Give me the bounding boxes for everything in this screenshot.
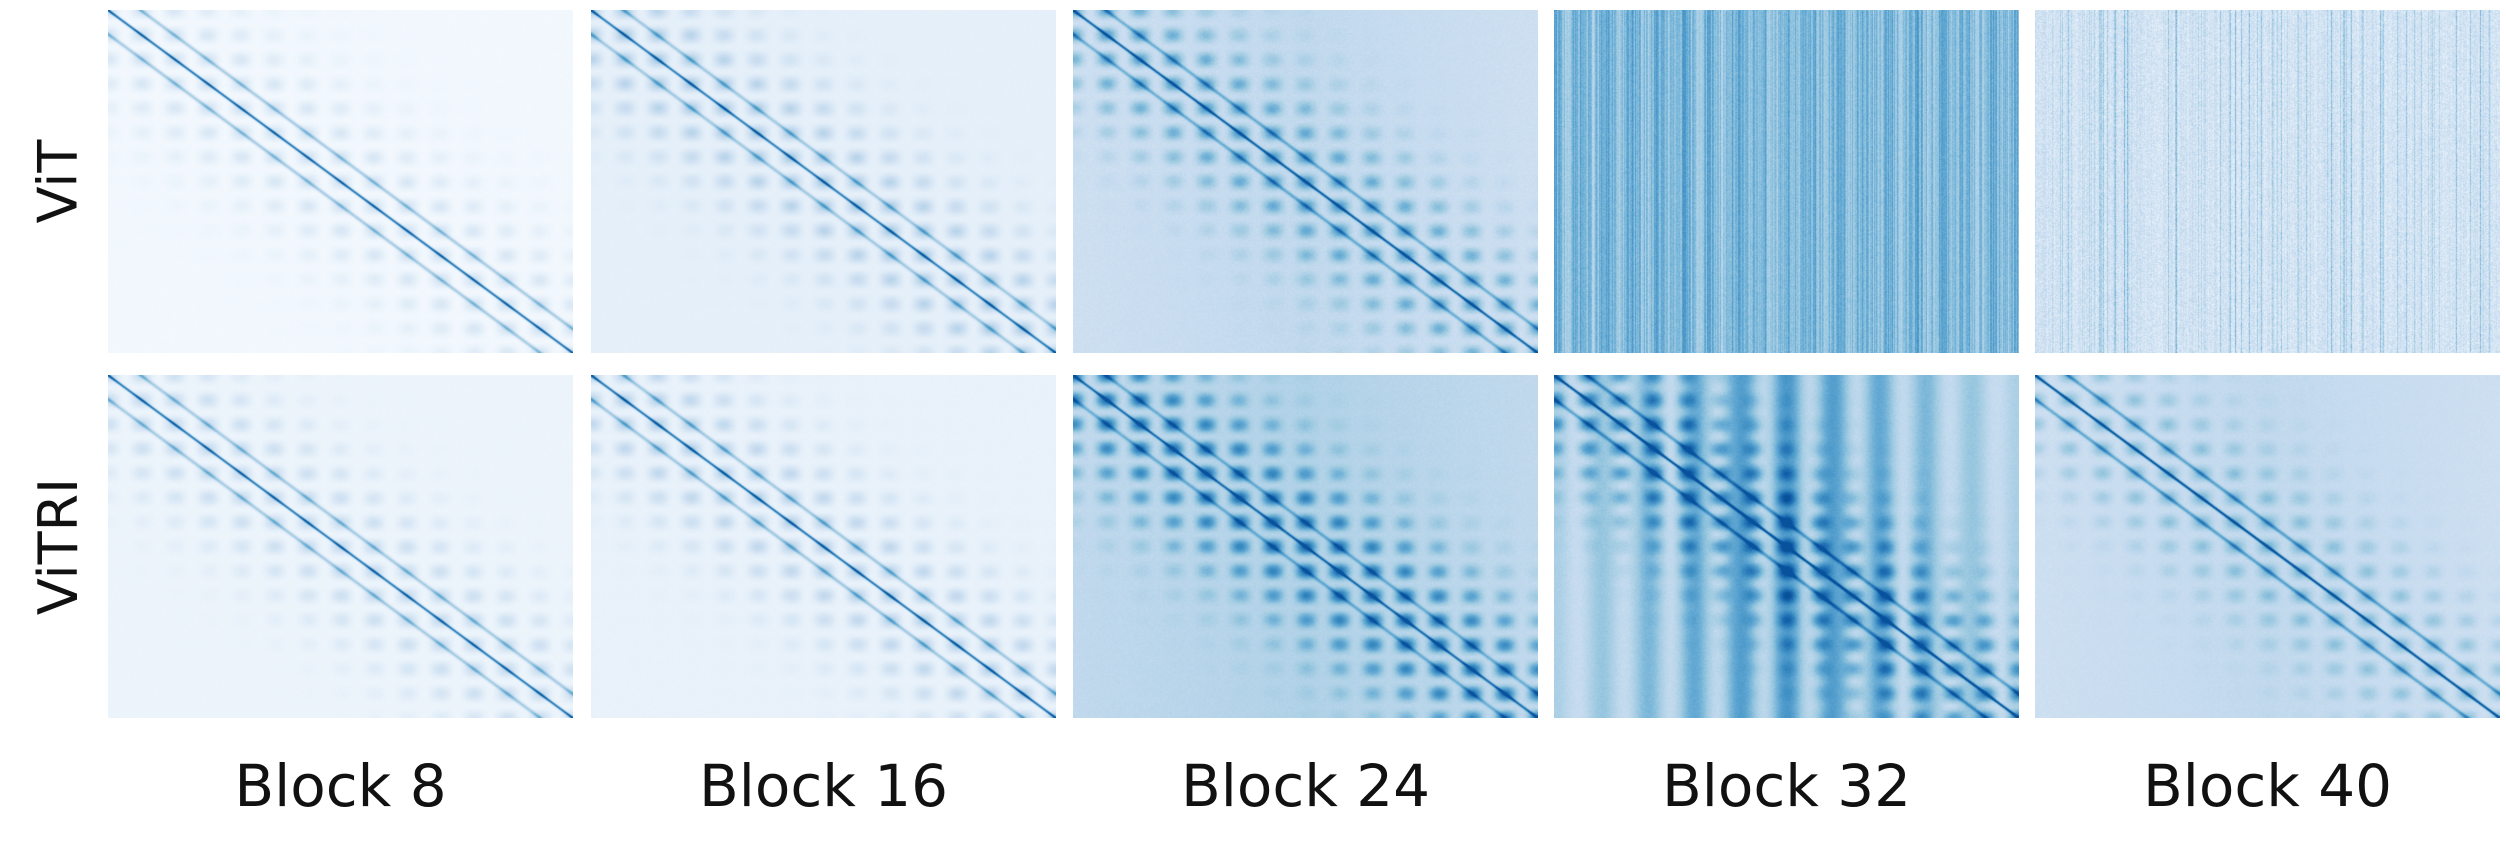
column-label-block-40: Block 40 (2142, 752, 2393, 820)
heatmap-panel-vit-block-16 (591, 10, 1056, 353)
column-label-block-16: Block 16 (698, 752, 949, 820)
heatmap-panel-vitri-block-40 (2035, 375, 2500, 718)
heatmap-panel-vit-block-32 (1554, 10, 2019, 353)
column-label-block-32: Block 32 (1661, 752, 1912, 820)
row-label-vitri: ViTRI (26, 477, 90, 616)
column-label-block-8: Block 8 (234, 752, 447, 820)
row-label-vit: ViT (26, 139, 90, 224)
heatmap-panel-vitri-block-16 (591, 375, 1056, 718)
heatmap-panel-vitri-block-24 (1073, 375, 1538, 718)
column-label-block-24: Block 24 (1180, 752, 1431, 820)
heatmap-panel-vit-block-40 (2035, 10, 2500, 353)
heatmap-panel-vitri-block-32 (1554, 375, 2019, 718)
heatmap-panel-vit-block-24 (1073, 10, 1538, 353)
heatmap-panel-vit-block-8 (108, 10, 573, 353)
heatmap-panel-vitri-block-8 (108, 375, 573, 718)
